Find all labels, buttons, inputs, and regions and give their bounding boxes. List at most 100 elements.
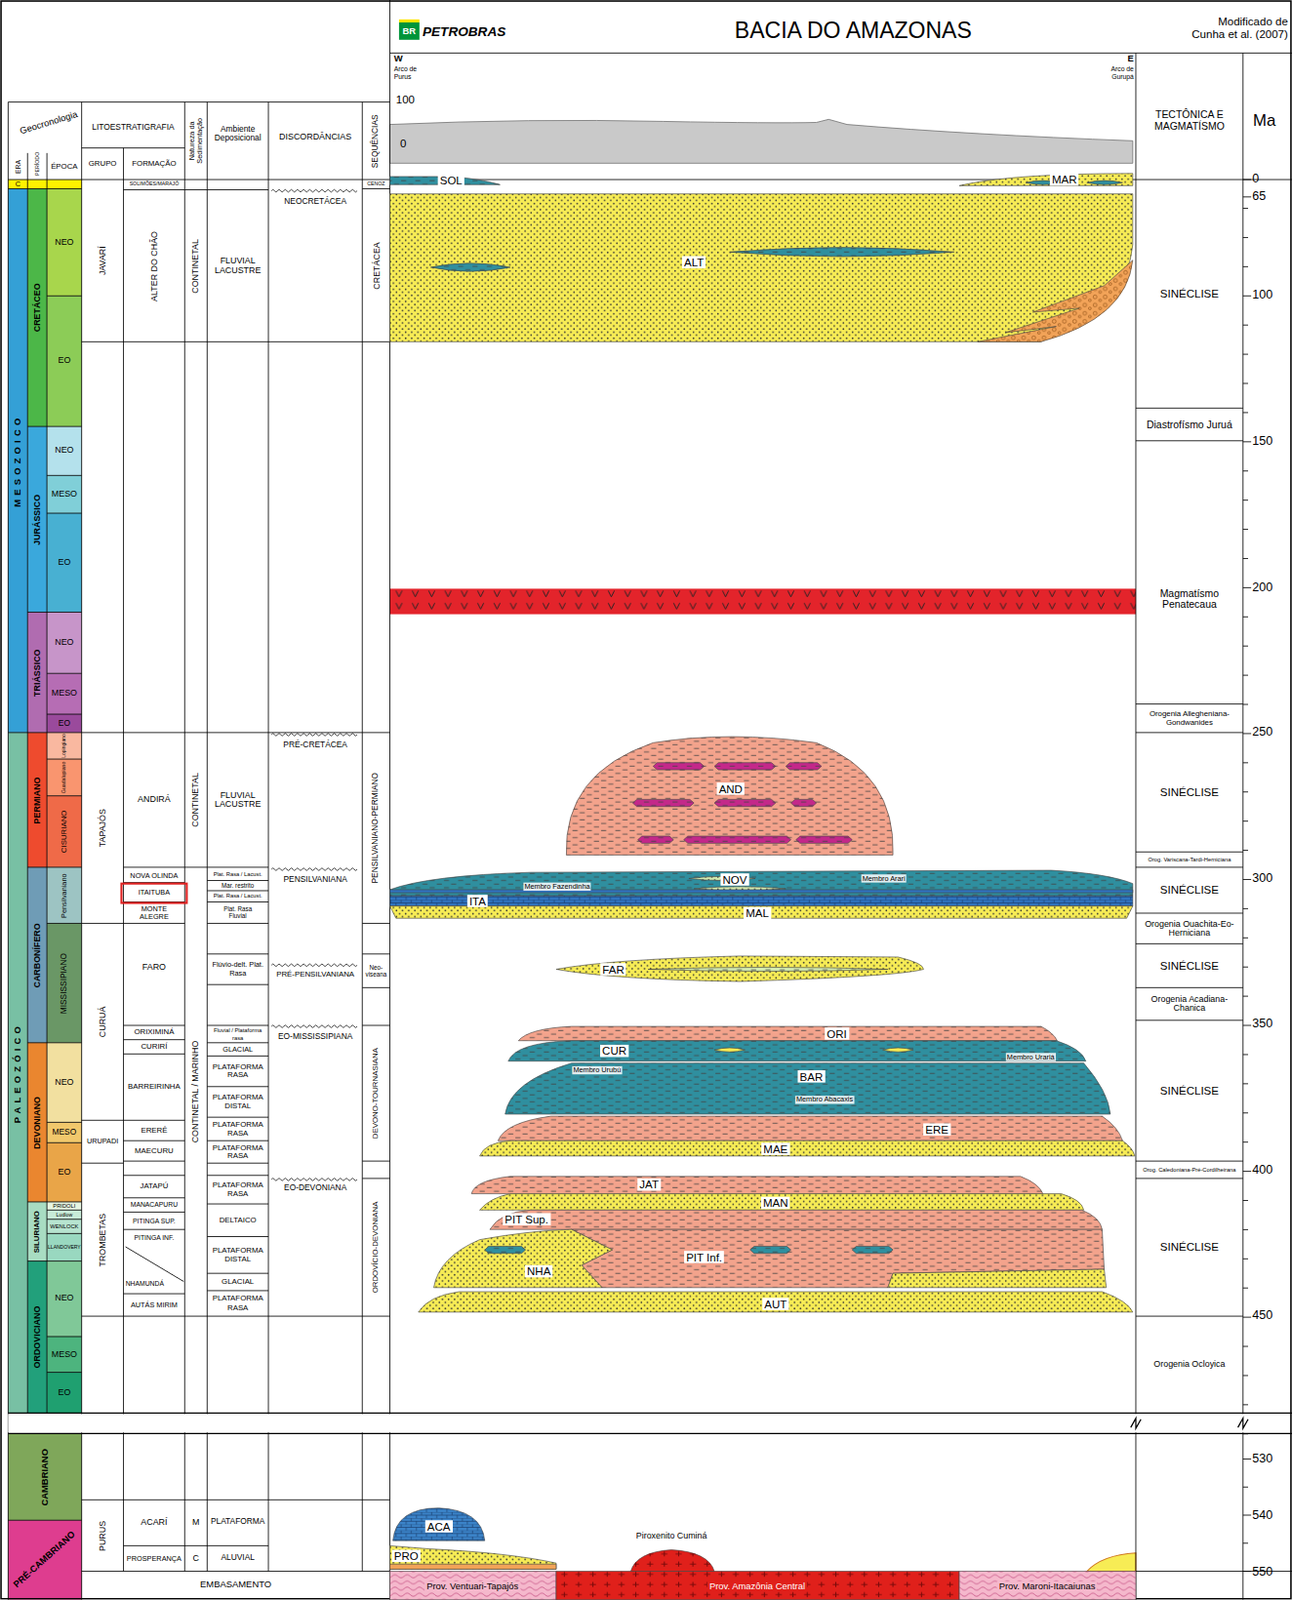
chart-label: NEOCRETÁCEA	[268, 194, 363, 211]
chart-label: CAMBRIANO	[7, 1433, 81, 1521]
rock-body	[389, 1572, 556, 1600]
rock-body	[714, 763, 776, 770]
formation-body: JAT	[469, 1174, 1046, 1196]
chart-label: GLACIAL	[206, 1273, 269, 1292]
chart-label: BARREIRINHA	[123, 1053, 186, 1121]
formation-code: AND	[717, 782, 745, 796]
rock-pattern	[785, 763, 822, 770]
chart-label: AUTÁS MIRIM	[123, 1295, 186, 1315]
rock-body	[630, 1550, 715, 1573]
formation-body: MAL	[389, 904, 1135, 922]
chart-label: MESO	[46, 475, 82, 514]
rock-body	[433, 1229, 1106, 1289]
chart-label: Orog. Caledoniana-Pré-Cordilheirana	[1135, 1161, 1244, 1179]
chart-label: FORMAÇÃO	[123, 151, 186, 178]
formation-code: Membro Urariá	[1006, 1052, 1056, 1061]
chart-title: BACIA DO AMAZONAS	[566, 14, 1139, 47]
rock-pattern	[389, 1545, 556, 1570]
rock-pattern	[714, 763, 776, 770]
chart-label: DEVONO-TOURNASIANA	[362, 1025, 390, 1162]
chart-label: MISSISSIPIANO	[46, 923, 82, 1043]
chart-label: W	[394, 52, 409, 66]
chart-label: PITINGA SUP.	[123, 1211, 186, 1230]
rock-body	[389, 1545, 556, 1570]
formation-code: Membro Fazendinha	[523, 883, 591, 891]
formation-code: FAR	[600, 963, 627, 976]
chart-label: Modificado de Cunha et al. (2007)	[1183, 12, 1289, 43]
chart-label: EO-MISSISSIPIANA	[268, 1028, 363, 1046]
formation-body: Prov. Amazônia Central	[556, 1572, 960, 1600]
chart-label: ALUVIAL	[206, 1545, 269, 1572]
chart-label: 150	[1251, 435, 1288, 450]
chart-label: Pensilvaniano	[46, 867, 82, 925]
formation-body: ORI	[516, 1023, 1059, 1044]
chart-label: PROSPERANÇA	[123, 1545, 186, 1572]
rock-body	[729, 247, 955, 257]
formation-shape	[389, 893, 1135, 908]
formation-body: AND	[564, 732, 896, 858]
chart-label: Mar. restrito	[206, 881, 269, 891]
formation-body: MAN	[477, 1191, 1086, 1212]
chart-label: PENSILVANIANO-PERMIANO	[362, 732, 390, 925]
rock-body	[518, 1026, 1057, 1042]
chart-label: Plat. Rasa / Lacust.	[206, 869, 269, 882]
chart-label: ORIXIMINÁ	[123, 1025, 186, 1041]
formation-code: JAT	[637, 1178, 661, 1192]
formation-code: Prov. Amazônia Central	[707, 1581, 808, 1592]
formation-shape	[516, 1023, 1059, 1044]
chart-label: MAECURU	[123, 1140, 186, 1162]
formation-body: NOVMembro FazendinhaMembro Arari	[389, 867, 1135, 898]
chart-label: SOLIMÕES/MARAJÓ	[123, 179, 186, 190]
chart-label: ERA	[7, 153, 28, 180]
formation-body: ITA	[389, 893, 1135, 908]
chart-label: 540	[1251, 1509, 1288, 1525]
rock-pattern	[796, 836, 853, 844]
formation-code: Prov. Maroni-Itacaiunas	[997, 1581, 1098, 1592]
chart-label: CISURIANO	[46, 796, 82, 868]
rock-pattern	[389, 895, 1132, 906]
rock-body	[1087, 180, 1124, 185]
chart-label: 100	[396, 91, 427, 107]
chart-label: EO	[46, 1142, 82, 1203]
rock-pattern	[418, 1292, 1133, 1313]
chart-label: NHAMUNDÁ	[125, 1277, 177, 1291]
chart-label: NEO	[46, 1043, 82, 1124]
chart-label: Diastrofísmo Juruá	[1135, 407, 1244, 441]
rock-pattern	[389, 1572, 556, 1600]
chart-label: Fluvial / Plataforma rasa	[209, 1025, 265, 1044]
formation-body: PIT Sup.	[487, 1208, 1105, 1232]
chart-label: PLATAFORMA DISTAL	[206, 1087, 269, 1118]
chart-label: CRETÁCEA	[362, 188, 390, 342]
formation-code: PRO	[392, 1550, 421, 1564]
formation-body: CURMembro Urariá	[506, 1039, 1089, 1064]
chart-label: JATAPÚ	[123, 1175, 186, 1199]
chart-label: MESO	[46, 1122, 82, 1143]
chart-label: EO	[46, 714, 82, 733]
chart-label: TROMBETAS	[81, 1163, 124, 1317]
formation-code: MAR	[1049, 173, 1080, 187]
chart-label: FLUVIAL LACUSTRE	[206, 190, 269, 343]
rock-body	[977, 260, 1133, 343]
formation-code: ACA	[425, 1520, 453, 1534]
chart-label: CONTINETAL	[184, 732, 207, 868]
chart-label: Orogenia Allegheniana-Gondwanides	[1135, 704, 1244, 733]
rock-body	[796, 836, 853, 844]
chart-label: EO	[46, 295, 82, 427]
formation-code: Piroxenito Cuminá	[636, 1531, 708, 1541]
formation-body: FAR	[554, 954, 927, 984]
formation-body: AUT	[416, 1290, 1135, 1315]
chart-label: PLATAFORMA RASA	[206, 1140, 269, 1164]
rock-pattern	[638, 836, 675, 844]
rock-body	[389, 889, 1132, 893]
chart-label: JAVARÍ	[81, 179, 124, 342]
formation-shape	[469, 1174, 1046, 1196]
chart-label: 450	[1251, 1309, 1288, 1325]
chart-label: EO-DEVONIANA	[268, 1180, 363, 1198]
formation-body: Prov. Ventuari-Tapajós	[389, 1572, 556, 1600]
chart-label: ACARÍ	[123, 1499, 186, 1546]
chart-label: PLATAFORMA RASA	[206, 1055, 269, 1087]
chart-label: EO	[46, 513, 82, 612]
chart-label: TECTÔNICA E MAGMATÍSMO	[1135, 102, 1244, 140]
chart-label: ALTER DO CHÃO	[123, 190, 186, 343]
formation-body: ACA	[391, 1506, 487, 1544]
